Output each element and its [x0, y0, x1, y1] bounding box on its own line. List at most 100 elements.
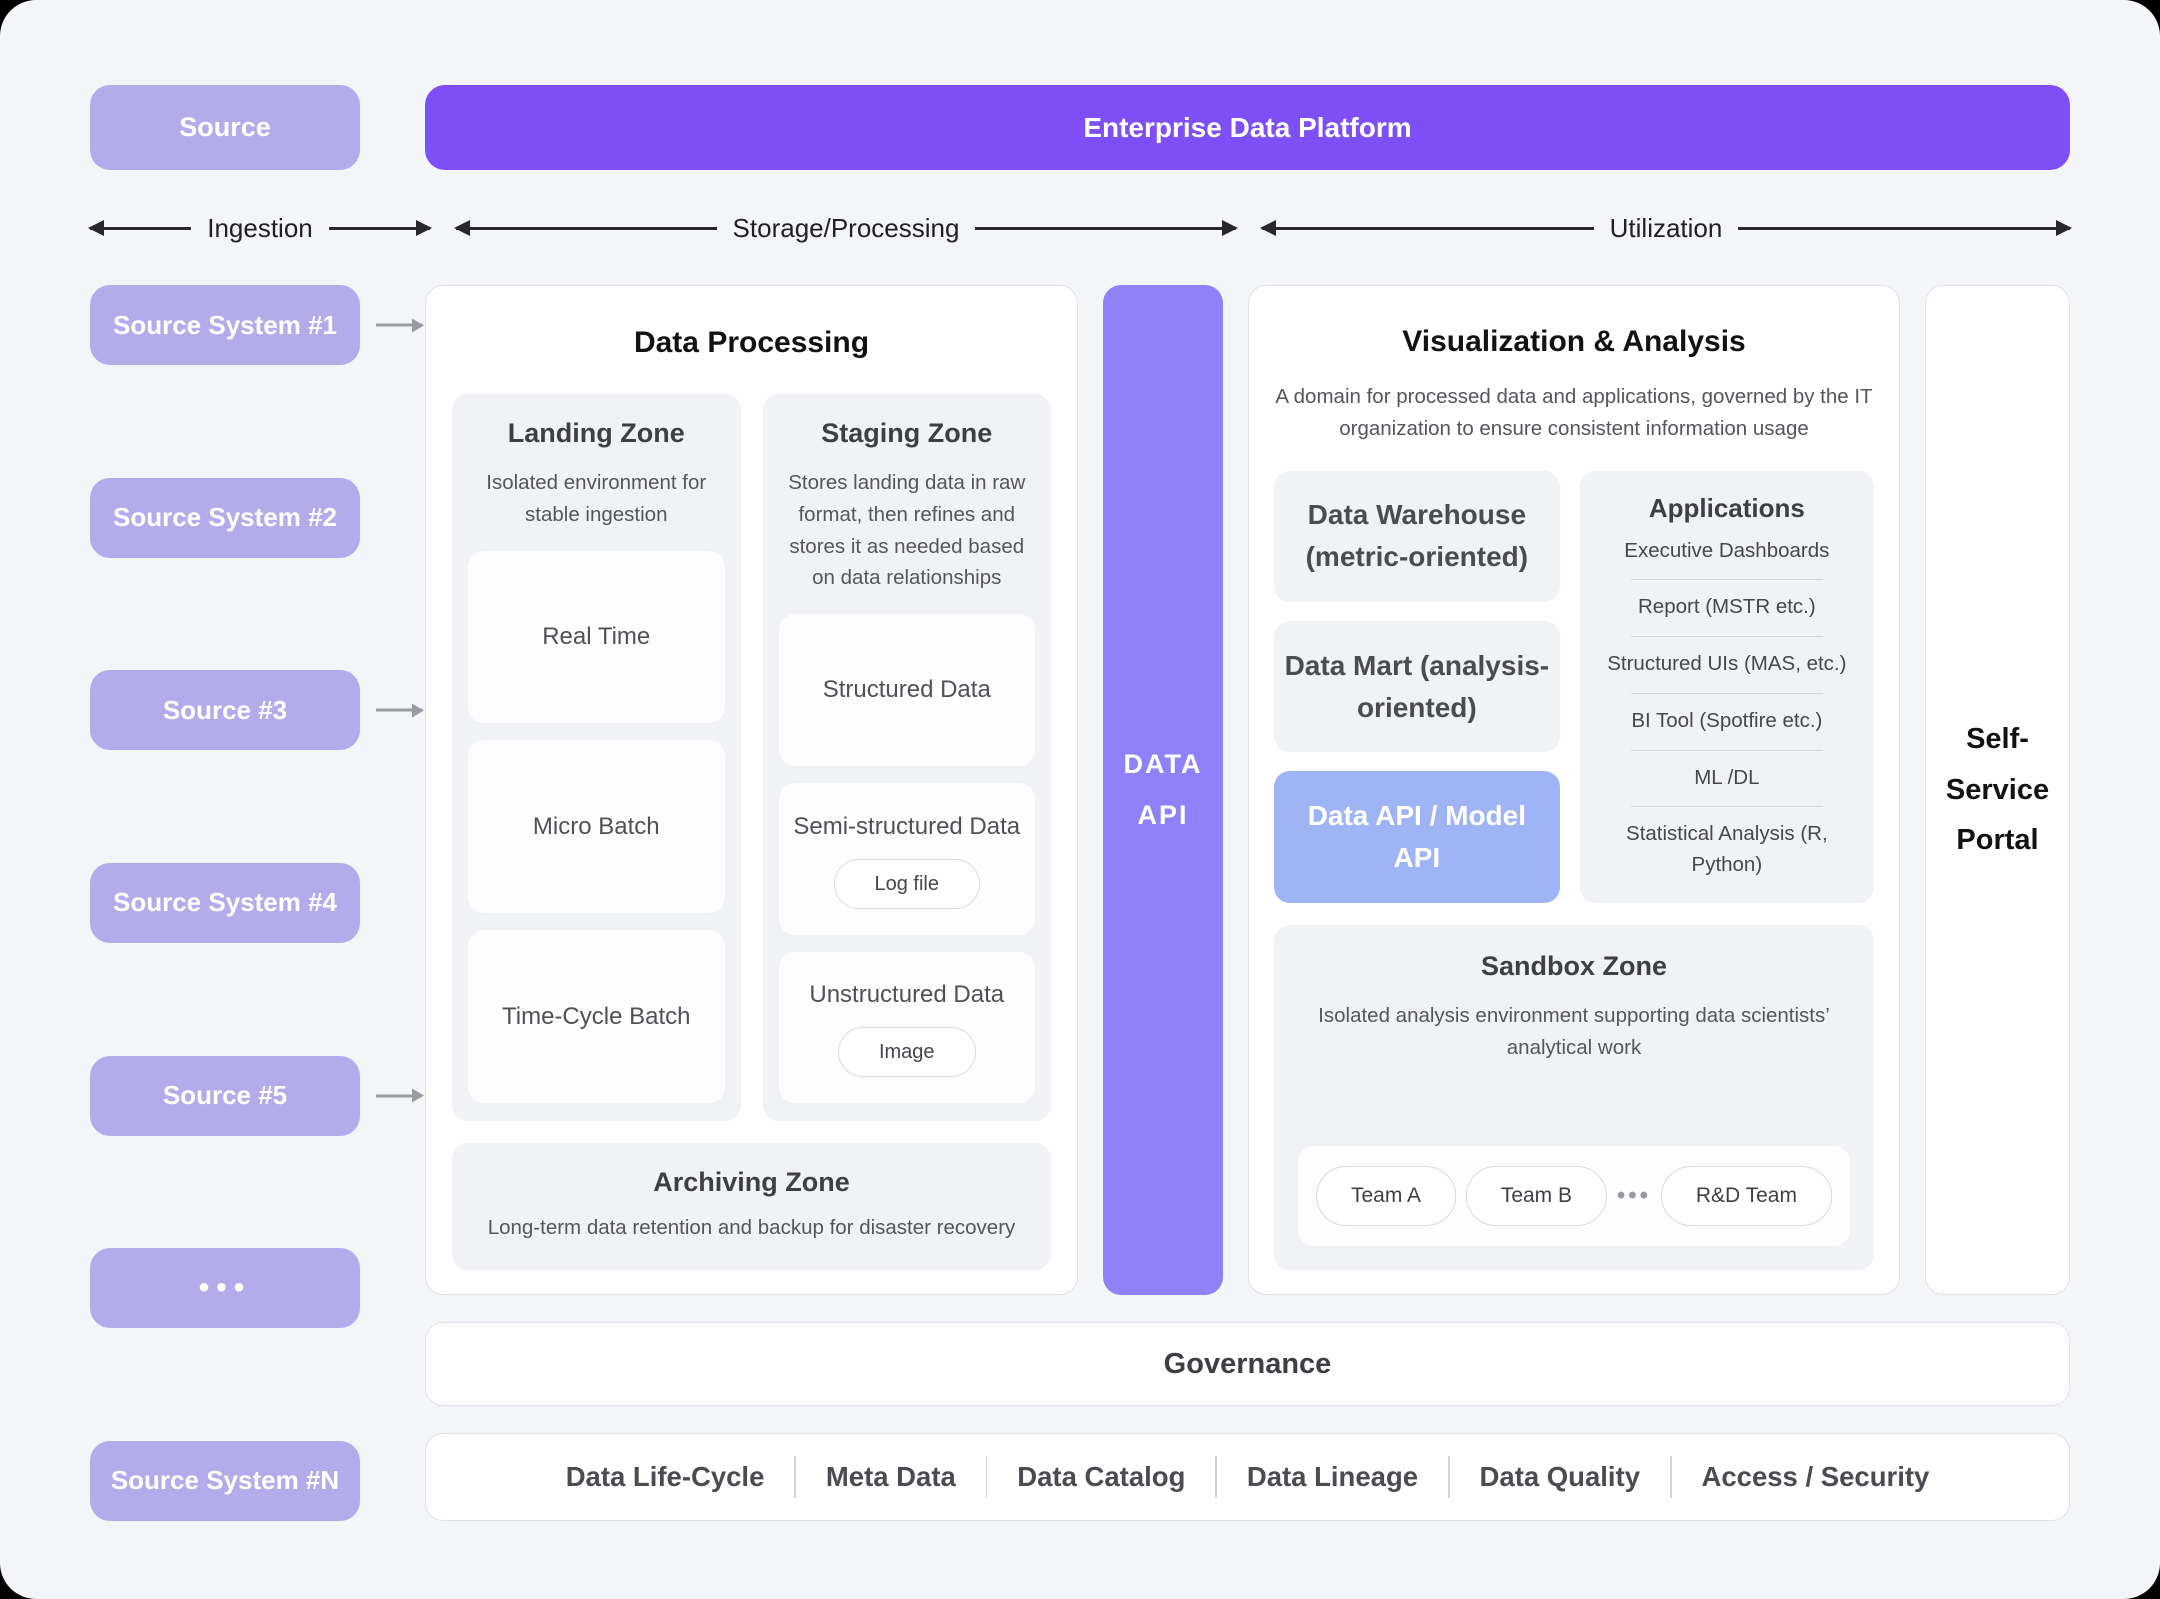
divider	[1448, 1456, 1450, 1498]
source-5-label: Source #5	[162, 1080, 288, 1111]
data-processing-title: Data Processing	[633, 326, 870, 359]
data-api-model-api-label: Data API / Model API	[1307, 800, 1527, 874]
sandbox-teams-row: Team A Team B ••• R&D Team	[1298, 1146, 1850, 1246]
application-item: Executive Dashboards	[1624, 538, 1830, 562]
visualization-analysis-desc: A domain for processed data and applicat…	[1275, 385, 1873, 440]
image-pill: Image	[837, 1027, 976, 1078]
landing-zone-title: Landing Zone	[507, 418, 685, 448]
ellipsis-icon: •••	[198, 1271, 252, 1305]
self-service-portal-label: Self- Service Portal	[1945, 722, 2050, 857]
section-arrow-row: Ingestion Storage/Processing Utilization	[90, 200, 2070, 256]
data-processing-panel: Data Processing Landing Zone Isolated en…	[425, 285, 1078, 1295]
visualization-analysis-title: Visualization & Analysis	[1402, 325, 1746, 358]
sandbox-zone-card: Sandbox Zone Isolated analysis environme…	[1274, 924, 1874, 1270]
divider	[1630, 749, 1823, 751]
unstructured-data-label: Unstructured Data	[809, 981, 1005, 1009]
source-system-n-label: Source System #N	[110, 1465, 340, 1496]
visualization-analysis-panel: Visualization & Analysis A domain for pr…	[1248, 285, 1900, 1295]
divider	[1630, 806, 1823, 808]
source-system-2-label: Source System #2	[112, 502, 337, 533]
landing-zone-desc: Isolated environment for stable ingestio…	[486, 471, 707, 526]
sandbox-zone-title: Sandbox Zone	[1480, 950, 1667, 981]
divider	[1630, 692, 1823, 694]
applications-box: Applications Executive Dashboards Report…	[1579, 470, 1874, 903]
semi-structured-data-label: Semi-structured Data	[793, 812, 1021, 840]
data-api-column: DATA API	[1103, 285, 1223, 1295]
visualization-left-stack: Data Warehouse (metric-oriented) Data Ma…	[1274, 470, 1560, 903]
divider	[985, 1456, 988, 1498]
more-sources-box: •••	[90, 1248, 360, 1329]
time-cycle-batch-label: Time-Cycle Batch	[502, 1002, 691, 1030]
right-arrowhead-icon	[328, 226, 430, 230]
sandbox-zone-desc: Isolated analysis environment supporting…	[1318, 1003, 1830, 1059]
structured-data-label: Structured Data	[822, 675, 991, 703]
rd-team-pill: R&D Team	[1660, 1166, 1832, 1226]
source-system-1-box: Source System #1	[90, 285, 422, 365]
micro-batch-label: Micro Batch	[532, 812, 660, 840]
source-header-chip: Source	[90, 85, 360, 170]
semi-structured-data-card: Semi-structured Data Log file	[778, 782, 1035, 935]
main-content: Source System #1 Source System #2 Source…	[90, 285, 2070, 1521]
divider	[1630, 579, 1823, 581]
real-time-label: Real Time	[542, 622, 651, 650]
source-3-label: Source #3	[162, 694, 288, 725]
flow-arrow-icon	[376, 1094, 422, 1098]
source-system-n-box: Source System #N	[90, 1440, 360, 1521]
governance-label: Governance	[1163, 1347, 1332, 1380]
source-systems-column: Source System #1 Source System #2 Source…	[90, 285, 422, 1521]
archiving-zone-desc: Long-term data retention and backup for …	[487, 1216, 1016, 1240]
governance-item: Data Lineage	[1246, 1461, 1419, 1492]
governance-item: Data Life-Cycle	[565, 1461, 765, 1492]
governance-item: Access / Security	[1701, 1461, 1930, 1492]
landing-zone-items: Real Time Micro Batch Time-Cycle Batch	[468, 550, 725, 1104]
unstructured-data-card: Unstructured Data Image	[778, 951, 1035, 1104]
source-system-1-label: Source System #1	[112, 309, 337, 340]
landing-zone-card: Landing Zone Isolated environment for st…	[452, 394, 741, 1122]
ellipsis-icon: •••	[1616, 1182, 1652, 1209]
source-3-box: Source #3	[90, 670, 422, 751]
micro-batch-card: Micro Batch	[468, 740, 725, 914]
source-5-box: Source #5	[90, 1055, 422, 1136]
staging-zone-title: Staging Zone	[821, 418, 993, 448]
ingestion-range-arrow: Ingestion	[90, 213, 430, 244]
data-api-line2: API	[1137, 800, 1189, 830]
data-api-model-api-box: Data API / Model API	[1274, 771, 1560, 903]
application-item: Statistical Analysis (R, Python)	[1626, 822, 1828, 877]
structured-data-card: Structured Data	[778, 614, 1035, 766]
data-warehouse-label: Data Warehouse (metric-oriented)	[1305, 499, 1529, 573]
data-api-line1: DATA	[1123, 748, 1203, 779]
self-service-portal-panel: Self- Service Portal	[1925, 285, 2070, 1295]
application-item: Structured UIs (MAS, etc.)	[1607, 652, 1847, 676]
enterprise-data-platform-bar: Enterprise Data Platform	[425, 85, 2070, 170]
team-b-pill: Team B	[1465, 1166, 1608, 1226]
source-system-2-box: Source System #2	[90, 477, 360, 558]
governance-item: Data Catalog	[1017, 1461, 1186, 1492]
header-row: Source Enterprise Data Platform	[90, 85, 2070, 170]
flow-arrow-icon	[376, 323, 422, 327]
team-a-pill: Team A	[1316, 1166, 1457, 1226]
divider	[1215, 1456, 1217, 1498]
application-item: BI Tool (Spotfire etc.)	[1631, 708, 1823, 732]
staging-zone-items: Structured Data Semi-structured Data Log…	[778, 614, 1035, 1104]
ingestion-label: Ingestion	[207, 212, 313, 243]
application-item: ML /DL	[1694, 765, 1760, 789]
left-arrowhead-icon	[456, 226, 717, 230]
governance-bar: Governance	[425, 1322, 2070, 1406]
source-system-4-box: Source System #4	[90, 862, 360, 943]
right-arrowhead-icon	[1738, 226, 2070, 230]
utilization-label: Utilization	[1609, 212, 1723, 243]
staging-zone-card: Staging Zone Stores landing data in raw …	[762, 394, 1051, 1122]
platform-panels-row: Data Processing Landing Zone Isolated en…	[425, 285, 2070, 1295]
left-arrowhead-icon	[90, 226, 192, 230]
right-arrowhead-icon	[975, 226, 1236, 230]
governance-item: Data Quality	[1479, 1461, 1641, 1492]
visualization-grid: Data Warehouse (metric-oriented) Data Ma…	[1274, 470, 1874, 903]
time-cycle-batch-card: Time-Cycle Batch	[468, 930, 725, 1104]
applications-title: Applications	[1648, 492, 1805, 523]
archiving-zone-card: Archiving Zone Long-term data retention …	[452, 1143, 1051, 1270]
enterprise-data-platform-label: Enterprise Data Platform	[1083, 111, 1412, 143]
data-mart-box: Data Mart (analysis-oriented)	[1274, 620, 1560, 753]
flow-arrow-icon	[376, 708, 422, 712]
data-mart-label: Data Mart (analysis-oriented)	[1284, 649, 1550, 723]
